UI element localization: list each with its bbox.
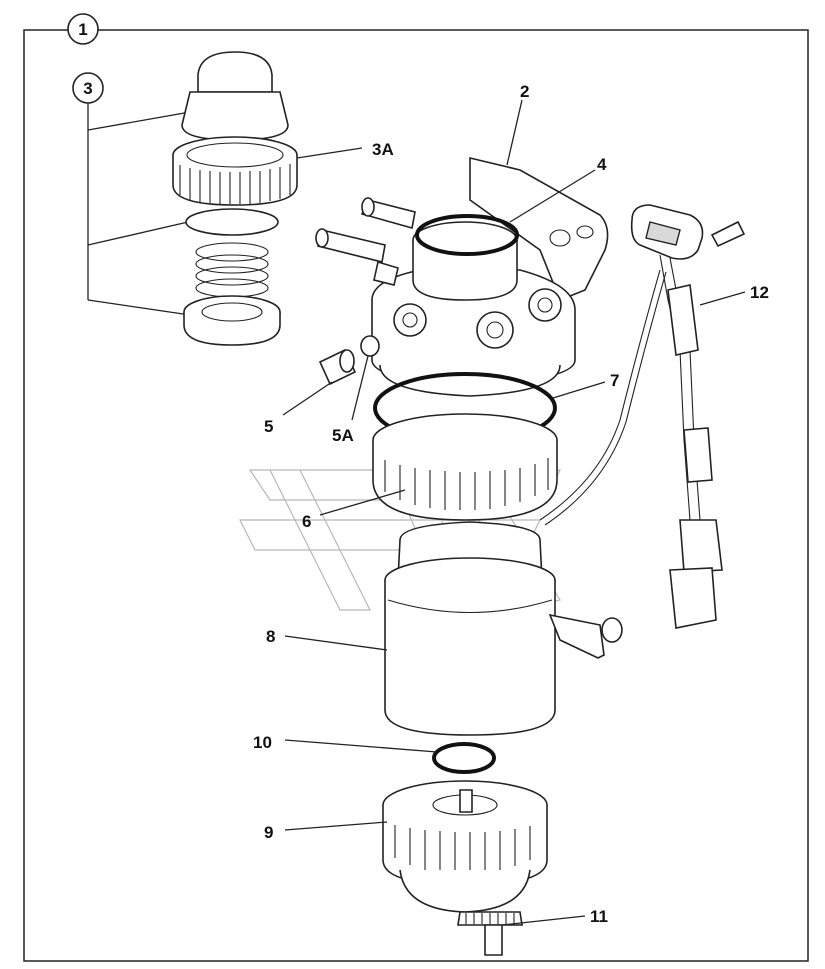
label-9: 9 [264,823,273,842]
leader-2 [506,99,523,166]
leader-6 [319,489,406,516]
label-7: 7 [610,371,619,390]
kit-callout-number: 3 [83,79,92,98]
leader-8 [284,635,388,651]
kit-callout: 3 [72,72,104,104]
label-11: 11 [590,907,608,926]
o-ring-4 [415,214,519,256]
leader-9 [284,821,388,831]
sensor-wire [539,269,667,659]
pipe-connectors [315,197,416,286]
kit-bracket-lines [87,103,191,316]
leader-7 [552,381,606,399]
leader-5 [282,381,333,416]
label-12: 12 [750,283,769,302]
o-ring-10 [432,742,496,774]
filter-head [371,156,609,397]
washer-5a [360,335,380,357]
assembly-callout-number: 1 [78,20,87,39]
label-8: 8 [266,627,275,646]
label-5a: 5A [332,426,354,445]
diagram-frame [23,29,809,962]
label-10: 10 [253,733,272,752]
label-3a: 3A [372,140,394,159]
primer-spring [185,208,279,298]
leader-3a [296,147,363,159]
primer-diaphragm [183,295,281,346]
leader-12 [699,291,746,306]
retaining-ring-6 [372,413,558,521]
leader-4 [509,169,596,223]
bleed-screw-5 [318,348,357,386]
leader-5a [351,355,369,421]
wiring-harness-12 [630,204,746,629]
label-2: 2 [520,82,529,101]
water-bowl-9 [382,780,548,913]
label-4: 4 [597,155,607,174]
leader-11 [501,915,586,926]
label-6: 6 [302,512,311,531]
leader-10 [284,739,438,753]
primer-pump-cap [181,51,289,141]
drain-valve-11 [457,911,523,956]
filter-element-8 [384,521,556,736]
label-5: 5 [264,417,273,436]
locking-ring-3a [172,136,298,206]
assembly-callout: 1 [67,13,99,45]
